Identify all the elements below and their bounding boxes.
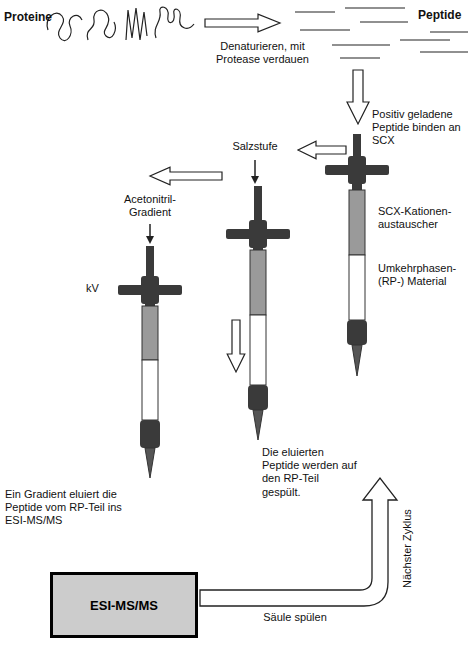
capillary-column <box>118 246 182 478</box>
box-label: ESI-MS/MS <box>90 598 158 613</box>
text-label: Proteine <box>4 10 52 24</box>
hollow-arrow <box>150 167 222 185</box>
scx-section <box>349 190 365 255</box>
flow-line <box>254 160 256 177</box>
emitter-tip <box>352 345 362 376</box>
arrow-head <box>146 236 154 244</box>
rotated-label: Nächster Zyklus <box>401 499 414 599</box>
peptide-line <box>360 21 408 22</box>
protein-squiggle <box>87 10 115 40</box>
peptide-line <box>300 29 350 30</box>
text-label: kV <box>86 282 114 295</box>
hollow-arrow <box>227 320 245 372</box>
text-label: Umkehrphasen- (RP-) Material <box>378 262 470 288</box>
tee-body <box>141 276 159 304</box>
peptide-line <box>345 7 405 8</box>
scx-section <box>250 250 266 315</box>
peptide-line <box>430 31 468 32</box>
protein-group <box>47 7 194 41</box>
peptide-line <box>340 57 380 58</box>
text-label: Peptide <box>418 8 470 22</box>
peptide-line <box>400 39 450 40</box>
hollow-arrow <box>298 141 346 159</box>
tee-body <box>348 156 366 184</box>
hollow-arrow <box>205 14 280 32</box>
text-label: Ein Gradient eluiert die Peptide vom RP-… <box>5 488 145 528</box>
column-cap <box>140 420 160 448</box>
peptide-line <box>420 51 468 52</box>
text-label: Acetonitril- Gradient <box>110 193 190 219</box>
text-label: Positiv geladene Peptide binden an SCX <box>372 108 470 148</box>
peptide-line <box>295 11 335 12</box>
emitter-tip <box>145 448 155 478</box>
arrow-head <box>251 176 259 184</box>
text-label: Denaturieren, mit Protease verdauen <box>205 40 320 66</box>
protein-squiggle <box>47 13 82 41</box>
column-top <box>352 184 362 190</box>
capillary-column <box>226 186 290 440</box>
rp-section <box>142 360 158 420</box>
scx-section <box>142 306 158 360</box>
peptide-line <box>332 44 390 45</box>
instrument-box: ESI-MS/MS <box>50 572 198 638</box>
text-label: SCX-Kationen- austauscher <box>378 205 470 231</box>
emitter-tip <box>253 410 263 440</box>
column-cap <box>347 320 367 345</box>
protein-squiggle <box>126 8 147 40</box>
text-label: Die eluierten Peptide werden auf den RP-… <box>262 446 358 499</box>
rp-section <box>349 255 365 320</box>
tee-body <box>249 220 267 248</box>
protein-squiggle <box>155 7 194 38</box>
text-label: Säule spülen <box>245 611 345 624</box>
capillary-column <box>325 134 389 376</box>
hollow-arrow <box>347 70 369 124</box>
column-cap <box>248 385 268 410</box>
flow-line <box>149 224 151 237</box>
text-label: Salzstufe <box>220 140 290 153</box>
rp-section <box>250 315 266 385</box>
